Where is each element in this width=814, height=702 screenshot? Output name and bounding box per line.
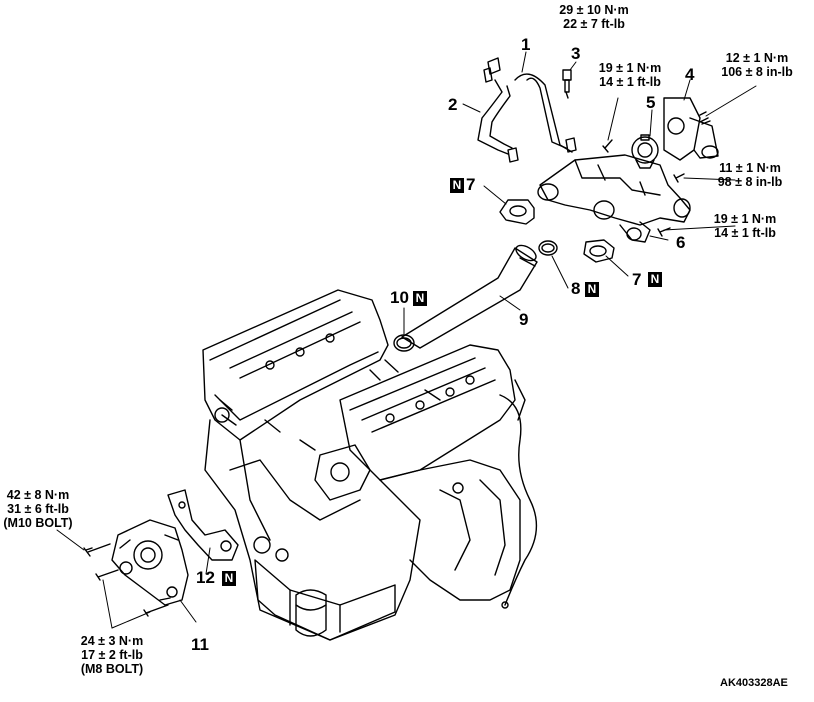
- torque-spec-m8-bolt: 24 ± 3 N·m 17 ± 2 ft-lb (M8 BOLT): [74, 634, 150, 676]
- torque-text: (M8 BOLT): [80, 662, 144, 676]
- callout-9: 9: [519, 310, 529, 329]
- hose-part-1: [514, 73, 573, 153]
- new-part-mark-10: N: [413, 291, 427, 306]
- engine-block: [202, 289, 538, 641]
- torque-spec-manifold-bolt: 11 ± 1 N·m 98 ± 8 in-lb: [702, 161, 798, 189]
- torque-text: 98 ± 8 in-lb: [717, 175, 783, 189]
- callout-7-lower: 7: [632, 270, 642, 289]
- torque-text: 17 ± 2 ft-lb: [81, 648, 143, 662]
- hose-part-2: [477, 79, 513, 155]
- torque-text: 106 ± 8 in-lb: [721, 65, 793, 79]
- leader-lines: [56, 51, 757, 629]
- thermostat-part-5: [631, 134, 659, 169]
- water-pipe-part-9: [401, 244, 538, 349]
- callout-1: 1: [521, 35, 531, 54]
- torque-text: 12 ± 1 N·m: [725, 51, 789, 65]
- new-part-mark-12: N: [222, 571, 236, 586]
- torque-text: 24 ± 3 N·m: [80, 634, 144, 648]
- callout-2: 2: [448, 95, 458, 114]
- gasket-part-7-lower: [583, 239, 615, 263]
- callout-6: 6: [676, 233, 686, 252]
- torque-text: 11 ± 1 N·m: [719, 161, 781, 175]
- water-passage-manifold: [537, 154, 691, 243]
- o-ring-part-8: [538, 240, 558, 256]
- torque-spec-m10-bolt: 42 ± 8 N·m 31 ± 6 ft-lb (M10 BOLT): [0, 488, 76, 530]
- torque-text: (M10 BOLT): [3, 516, 73, 530]
- torque-spec-sensor: 29 ± 10 N·m 22 ± 7 ft-lb: [554, 3, 634, 31]
- torque-text: 42 ± 8 N·m: [6, 488, 70, 502]
- torque-text: 14 ± 1 ft-lb: [599, 75, 661, 89]
- callout-12: 12: [196, 568, 215, 587]
- torque-text: 29 ± 10 N·m: [559, 3, 629, 17]
- torque-spec-thermostat-bolt: 19 ± 1 N·m 14 ± 1 ft-lb: [590, 61, 670, 89]
- torque-spec-fitting: 12 ± 1 N·m 106 ± 8 in-lb: [712, 51, 802, 79]
- callout-3: 3: [571, 44, 581, 63]
- callout-5: 5: [646, 93, 656, 112]
- water-outlet-fitting-part-4: [663, 97, 719, 161]
- torque-text: 19 ± 1 N·m: [598, 61, 662, 75]
- temperature-sensor-part-3: [562, 69, 572, 99]
- o-ring-part-10: [393, 334, 415, 352]
- callout-10: 10: [390, 288, 409, 307]
- gasket-part-7-upper: [499, 199, 535, 225]
- torque-text: 22 ± 7 ft-lb: [563, 17, 625, 31]
- manifold-bolts: [602, 117, 709, 237]
- torque-spec-outlet-bolt: 19 ± 1 N·m 14 ± 1 ft-lb: [700, 212, 790, 240]
- pump-gasket-part-12: [167, 489, 239, 561]
- figure-code: AK403328AE: [720, 677, 788, 689]
- torque-text: 31 ± 6 ft-lb: [7, 502, 69, 516]
- callout-8: 8: [571, 279, 581, 298]
- torque-text: 19 ± 1 N·m: [713, 212, 777, 226]
- callout-4: 4: [685, 65, 695, 84]
- water-pump-part-11: [111, 519, 189, 606]
- callout-7-upper: 7: [466, 175, 476, 194]
- callout-11: 11: [191, 635, 209, 654]
- new-part-mark-7-lower: N: [648, 272, 662, 287]
- torque-text: 14 ± 1 ft-lb: [714, 226, 776, 240]
- new-part-mark-8: N: [585, 282, 599, 297]
- new-part-mark-7-upper: N: [450, 178, 464, 193]
- hose-clamps: [483, 57, 577, 163]
